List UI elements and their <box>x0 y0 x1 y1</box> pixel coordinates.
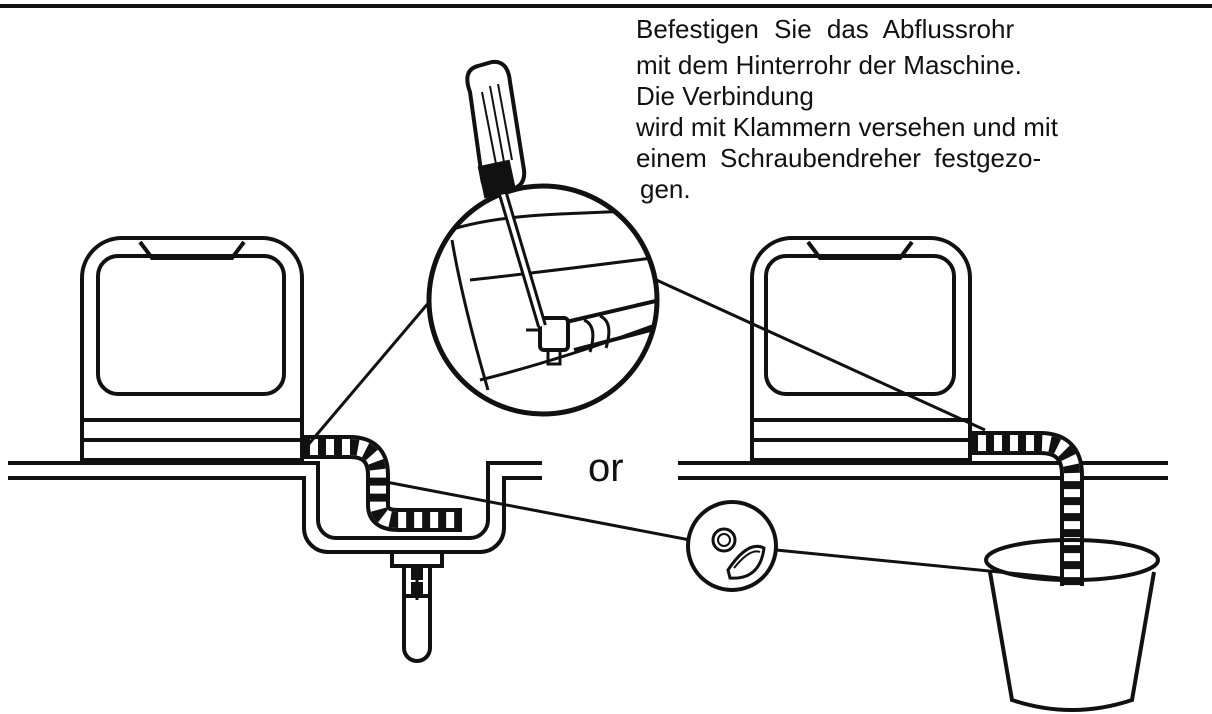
installation-instruction-text: Befestigen Sie das Abflussrohr mit dem H… <box>636 14 1196 205</box>
instruction-line-2: mit dem Hinterrohr der Maschine. <box>636 50 1022 80</box>
hose-clamp-icon <box>686 500 778 592</box>
instruction-line-6: gen. <box>640 174 691 204</box>
leader-lines <box>300 276 1061 580</box>
instruction-line-3: Die Verbindung <box>636 81 814 111</box>
instruction-line-4: wird mit Klammern versehen und mit <box>636 112 1058 142</box>
dishwasher-right-icon <box>750 236 972 462</box>
zoom-detail-circle <box>426 183 660 417</box>
instruction-line-1: Befestigen Sie das Abflussrohr <box>636 14 1015 44</box>
sink-icon <box>390 550 444 663</box>
bucket-icon <box>984 538 1160 712</box>
right-drain-hose <box>970 431 1084 586</box>
left-drain-hose <box>302 435 462 532</box>
instruction-line-5: einem Schraubendreher festgezo- <box>636 143 1042 173</box>
screwdriver-icon <box>465 59 547 328</box>
dishwasher-left-icon <box>80 236 304 462</box>
right-counter <box>678 461 1168 480</box>
left-counter-with-sink <box>8 461 542 554</box>
or-label: or <box>588 446 624 490</box>
